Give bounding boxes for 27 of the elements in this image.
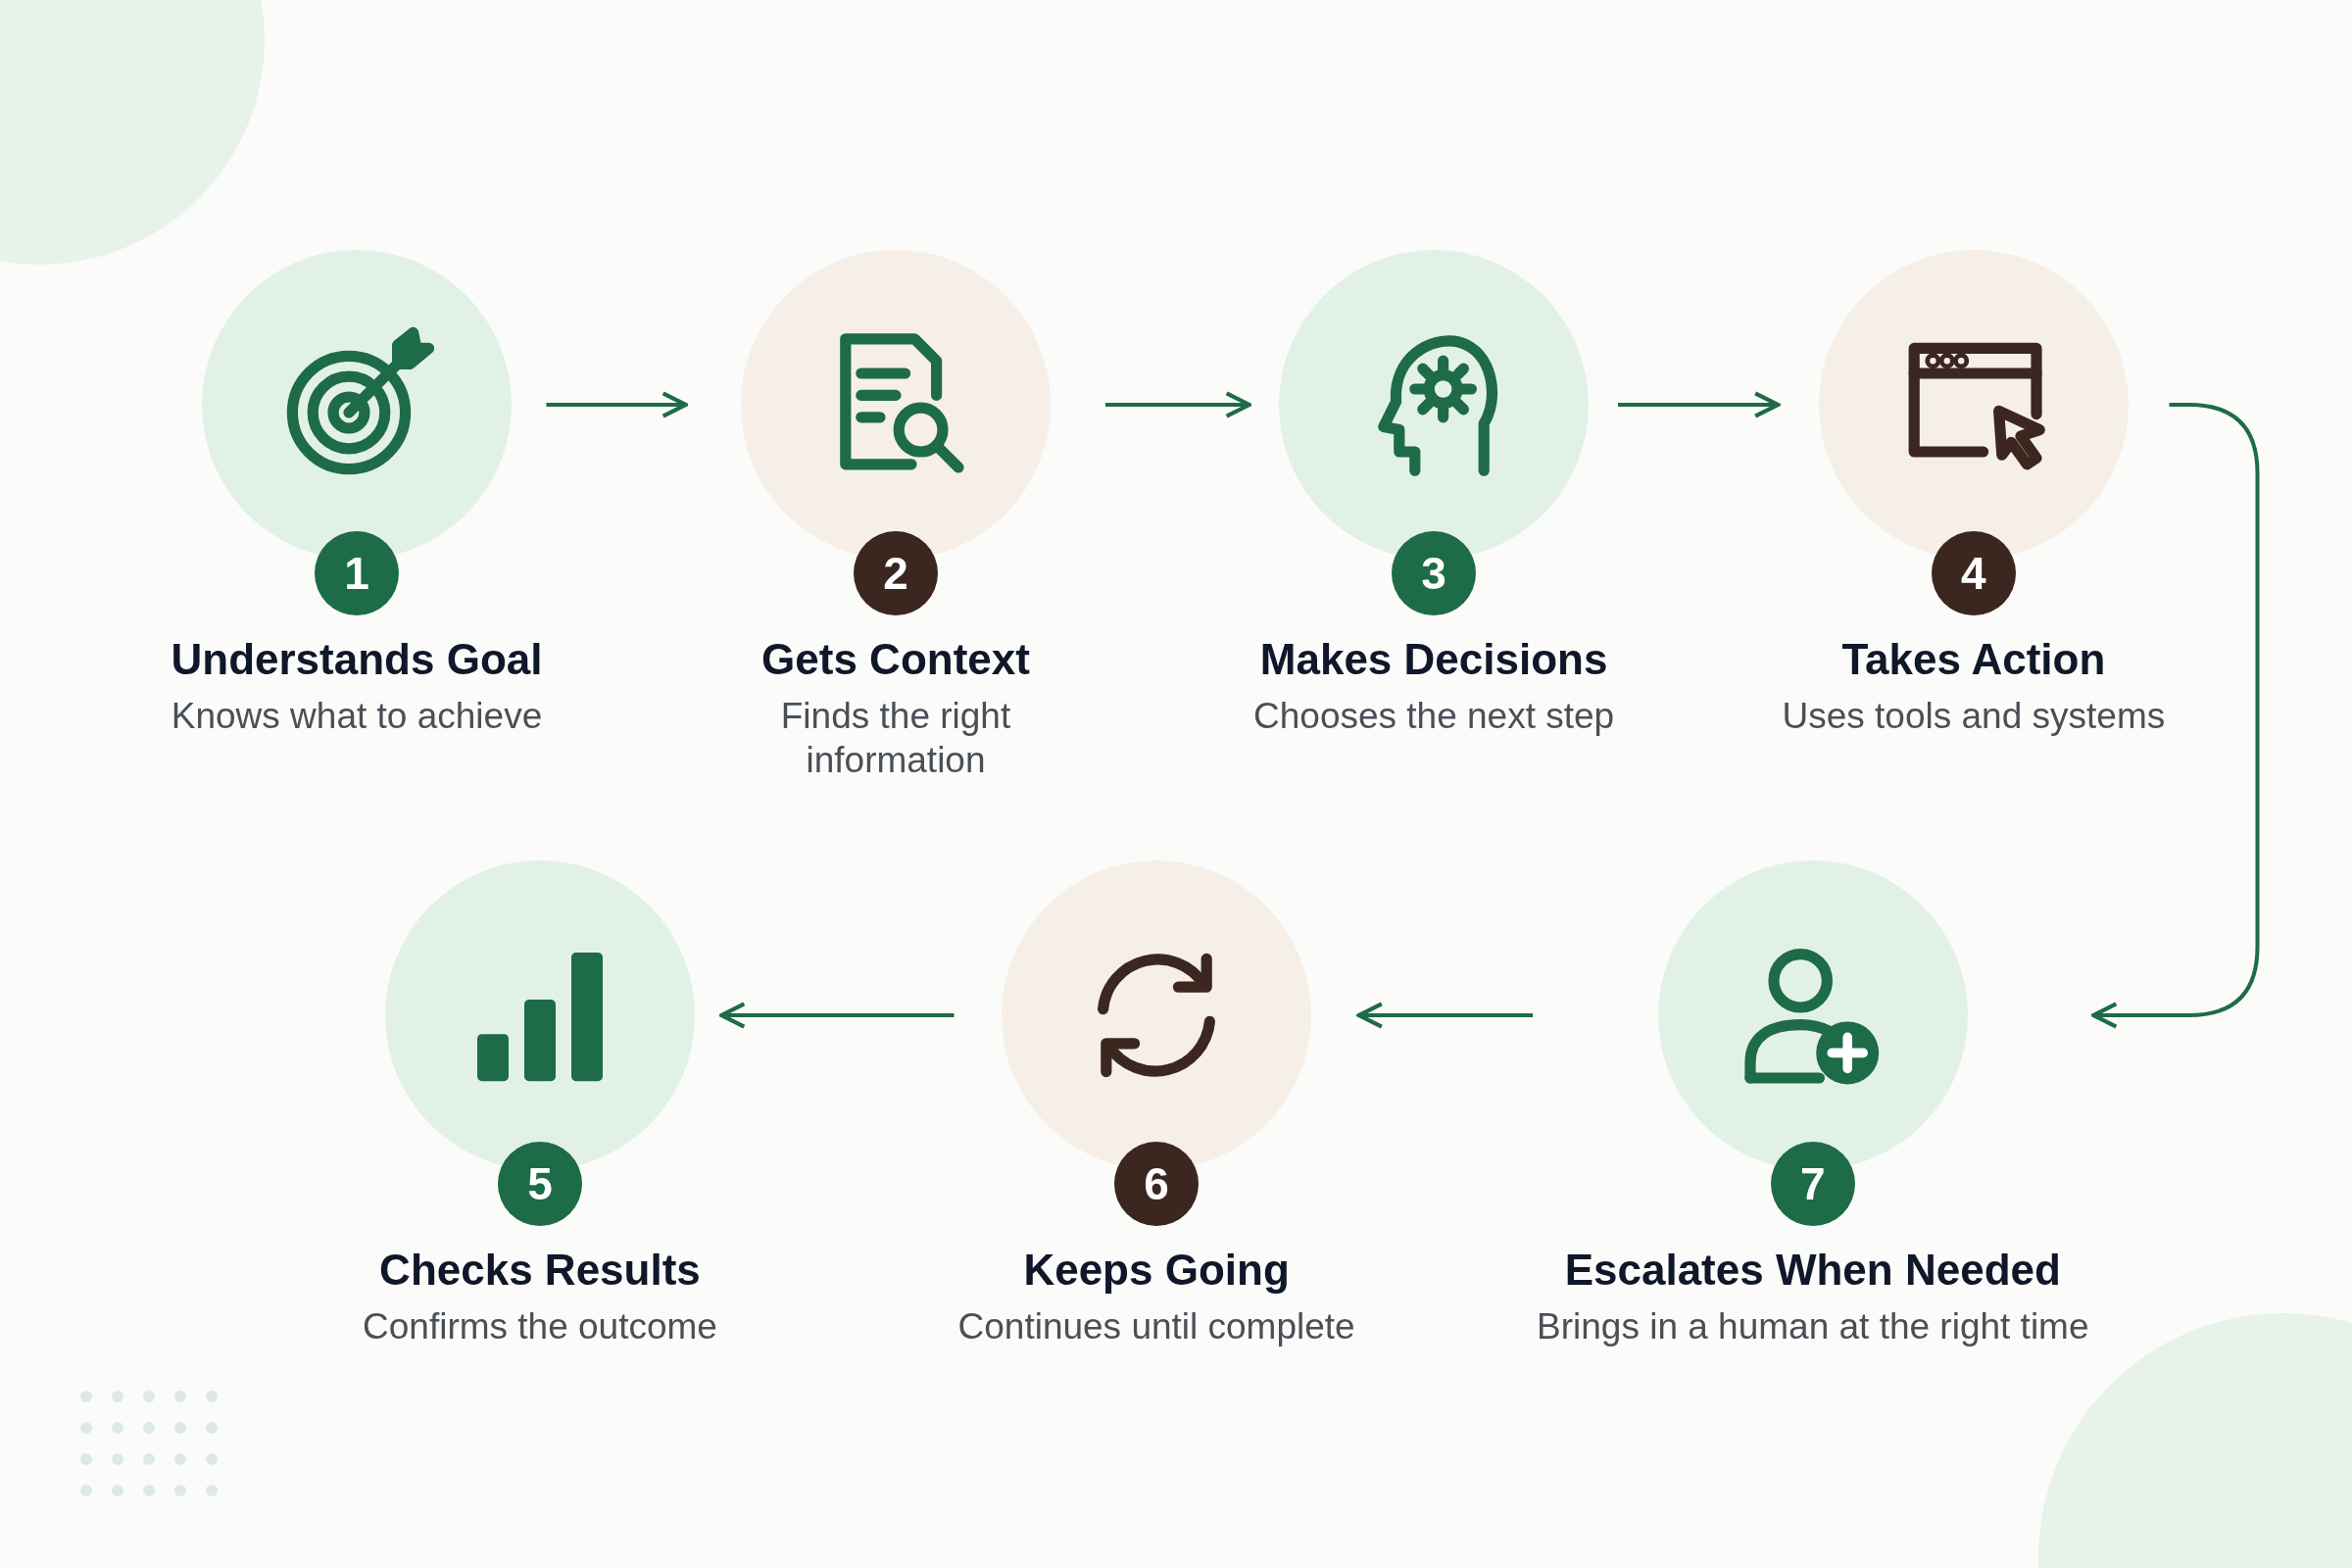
step-title: Understands Goal xyxy=(171,635,543,684)
arrow xyxy=(1618,391,1781,418)
step-title: Gets Context xyxy=(761,635,1030,684)
step-number: 4 xyxy=(1931,531,2016,615)
step-description: Knows what to achieve xyxy=(171,695,543,738)
arrow xyxy=(2090,403,2260,1029)
step-number: 6 xyxy=(1114,1142,1200,1226)
step-title: Takes Action xyxy=(1841,635,2106,684)
step-description: Confirms the outcome xyxy=(363,1305,717,1348)
step-number: 3 xyxy=(1392,531,1477,615)
step-description: Finds the right information xyxy=(779,695,1012,783)
step-description: Chooses the next step xyxy=(1253,695,1615,738)
step-title: Escalates When Needed xyxy=(1564,1246,2061,1295)
arrow xyxy=(1105,391,1252,418)
arrow xyxy=(546,391,689,418)
step-number: 5 xyxy=(497,1142,582,1226)
step-description: Brings in a human at the right time xyxy=(1537,1305,2089,1348)
step-number: 1 xyxy=(315,531,399,615)
step-title: Makes Decisions xyxy=(1259,635,1608,684)
step-number: 7 xyxy=(1770,1142,1855,1226)
step-title: Checks Results xyxy=(379,1246,701,1295)
arrow xyxy=(718,1002,955,1029)
step-description: Continues until complete xyxy=(957,1305,1355,1348)
step-description: Uses tools and systems xyxy=(1782,695,2166,738)
step-title: Keeps Going xyxy=(1023,1246,1290,1295)
step-number: 2 xyxy=(854,531,938,615)
arrow xyxy=(1356,1002,1533,1029)
